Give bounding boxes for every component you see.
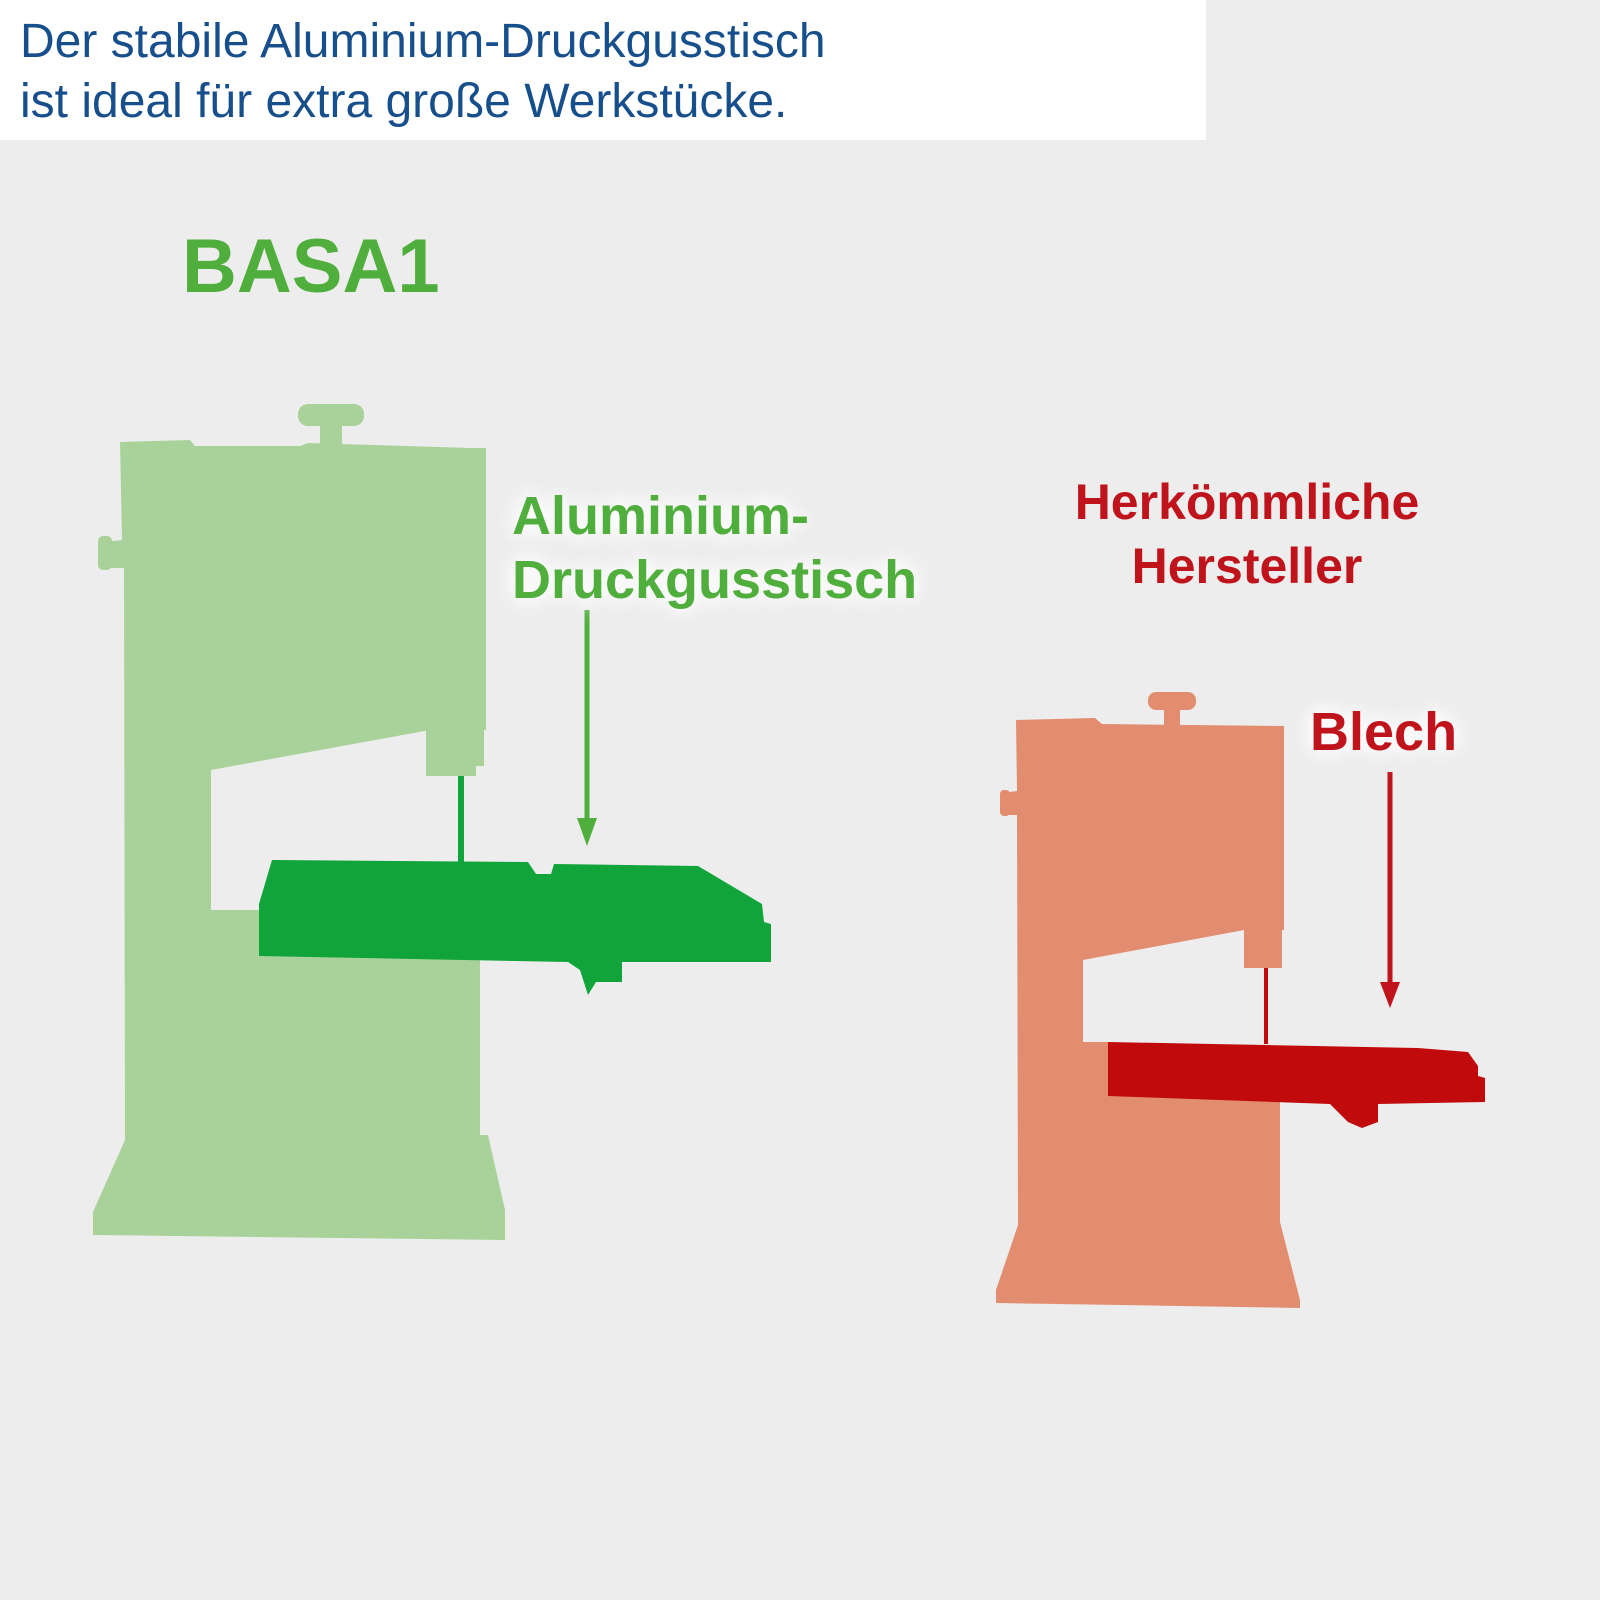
green-saw-blade-guide-tab — [470, 724, 484, 766]
green-saw-blade-guide — [426, 728, 476, 776]
green-saw-knob-side — [98, 536, 112, 570]
green-saw-frame — [93, 440, 505, 1240]
green-saw-table — [259, 860, 771, 995]
competitor-title: Herkömmliche Hersteller — [1052, 470, 1442, 598]
red-saw-frame — [996, 718, 1300, 1308]
competitor-title-line-2: Hersteller — [1131, 538, 1363, 594]
red-saw-knob-stem — [1164, 708, 1180, 726]
red-saw-blade — [1264, 968, 1268, 1044]
green-saw-blade — [458, 776, 464, 862]
bandsaw-red-icon — [996, 692, 1485, 1308]
callout-aluminium-line-2: Druckgusstisch — [512, 550, 918, 610]
arrow-red-icon — [1380, 772, 1400, 1008]
red-saw-knob-top — [1148, 692, 1196, 710]
brand-name-basa1: BASA1 — [182, 224, 440, 309]
red-saw-knob-side — [1000, 790, 1010, 816]
green-saw-knob-top — [298, 404, 364, 426]
header-line-2: ist ideal für extra große Werkstücke. — [20, 75, 788, 128]
green-saw-knob-stem — [320, 424, 342, 448]
red-saw-table — [1108, 1042, 1485, 1128]
callout-sheet-metal: Blech — [1310, 702, 1458, 762]
header-banner: Der stabile Aluminium-Druckgusstisch ist… — [0, 0, 1206, 140]
callout-aluminium-line-1: Aluminium- — [512, 486, 809, 546]
arrow-green-icon — [577, 610, 597, 846]
header-line-1: Der stabile Aluminium-Druckgusstisch — [20, 15, 826, 68]
bandsaw-green-icon — [93, 404, 771, 1240]
competitor-title-line-1: Herkömmliche — [1074, 474, 1420, 530]
callout-aluminium-table: Aluminium- Druckgusstisch — [512, 484, 917, 612]
red-saw-blade-guide — [1244, 928, 1282, 968]
